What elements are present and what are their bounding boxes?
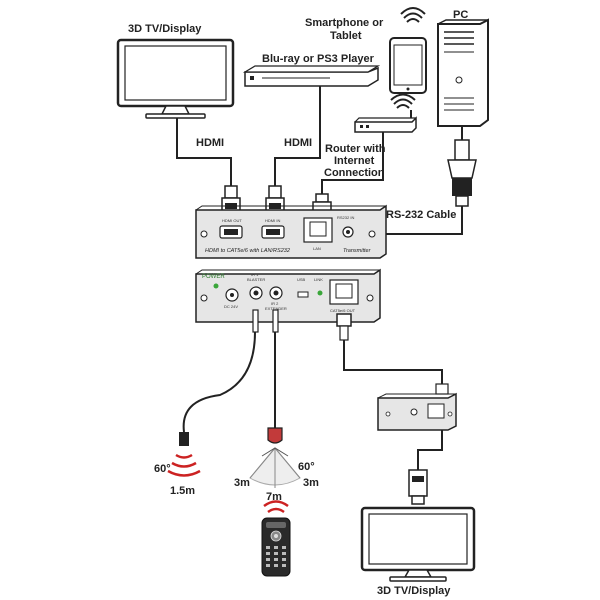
ir-blaster-waves-icon: [167, 453, 201, 477]
rx-dc-label: DC 24V: [224, 304, 238, 309]
ir-angle-left-label: 60°: [154, 463, 171, 475]
rx-ir1-label-line1: IR 1: [251, 272, 259, 277]
ir-blaster-cable: [179, 309, 259, 446]
tv-bottom-label: 3D TV/Display: [377, 585, 451, 597]
tv-top-label: 3D TV/Display: [128, 23, 202, 35]
ir-sensor-icon: [267, 427, 283, 444]
receiver-device: [195, 268, 381, 323]
router-label-line1: Router with: [325, 143, 386, 155]
rx-link-label: LINK: [314, 277, 323, 282]
bluray-player-icon: [242, 65, 381, 87]
pc-tower-icon: [437, 18, 489, 127]
rs232-cable-label: RS-232 Cable: [386, 209, 456, 221]
smartphone-icon: [389, 37, 427, 94]
smartphone-label-line1: Smartphone or: [305, 17, 384, 29]
tv-top-icon: [116, 38, 235, 119]
tx-port-lan: LAN: [313, 246, 321, 251]
link-led-icon: [317, 290, 323, 296]
ir-extender-cable: [267, 309, 283, 444]
transmitter-device: [195, 204, 387, 259]
tv-bottom-icon: [360, 506, 476, 582]
cat-cable: [336, 313, 449, 395]
router-icon: [354, 110, 417, 133]
rs232-cable: [384, 126, 463, 235]
bluray-label: Blu-ray or PS3 Player: [262, 53, 375, 65]
remote-control-icon: [261, 517, 291, 577]
hdmi-left-label: HDMI: [196, 137, 224, 149]
wifi-icon-phone: [400, 7, 426, 23]
hdmi-cable-bottom: [417, 430, 443, 470]
db9-connector-icon: [447, 139, 477, 207]
rx-cat-out-label: CAT5e/6 OUT: [330, 308, 356, 313]
ir-distance-left-label: 1.5m: [170, 485, 195, 497]
ir-reception-fan: [249, 447, 301, 488]
hdmi-cable-tv: [176, 118, 232, 188]
small-receiver-device: [377, 392, 457, 431]
pc-label: PC: [453, 9, 468, 21]
tx-port-hdmi-out: HDMI OUT: [222, 218, 242, 223]
tx-caption: HDMI to CAT5e/6 with LAN/RS232: [205, 248, 290, 254]
router-label-line2: Internet: [334, 155, 375, 167]
tx-device-name: Transmitter: [343, 248, 372, 254]
hdmi-right-label: HDMI: [284, 137, 312, 149]
ir-side-left-label: 3m: [234, 477, 250, 489]
rx-ir2-label-line2: EXTENDER: [265, 306, 287, 311]
tx-port-hdmi-in: HDMI IN: [265, 218, 280, 223]
rx-ir1-label-line2: BLASTER: [247, 277, 265, 282]
hdmi-connector-icon: [408, 469, 428, 505]
ir-blaster-head-icon: [179, 432, 189, 446]
rx-usb-label: USB: [297, 277, 306, 282]
lan-cable-router: [321, 132, 384, 196]
ir-angle-right-label: 60°: [298, 461, 315, 473]
tx-port-rs232: RS232 IN: [337, 215, 354, 220]
ir-center-distance-label: 7m: [266, 491, 282, 503]
ir-side-right-label: 3m: [303, 477, 319, 489]
remote-waves-icon: [263, 500, 289, 514]
router-label-line3: Connection: [324, 167, 385, 179]
rx-power-label: POWER: [202, 274, 225, 280]
hdmi-cable-bluray: [274, 86, 321, 188]
smartphone-label-line2: Tablet: [330, 30, 362, 42]
wifi-icon-router: [390, 93, 416, 109]
rx-ir2-label-line1: IR 2: [271, 301, 279, 306]
power-led-icon: [213, 283, 219, 289]
